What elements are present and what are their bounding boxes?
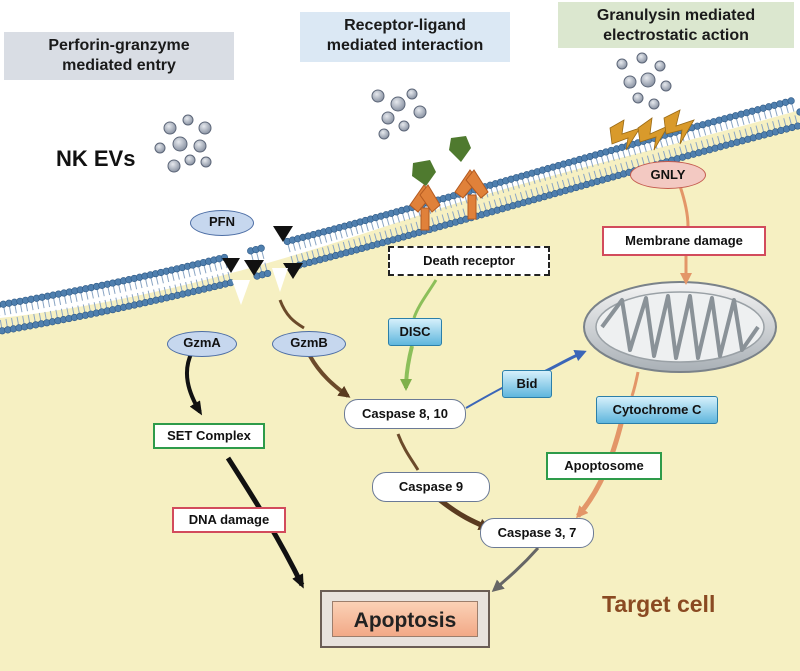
- arrow-caspase810-caspase9: [396, 433, 420, 471]
- gzma-label: GzmA: [167, 331, 237, 357]
- vesicle: [390, 96, 406, 112]
- death-receptor-box: Death receptor: [388, 246, 550, 276]
- arrow-gzmb-caspase810: [308, 355, 351, 398]
- death-receptors: [409, 169, 489, 231]
- arrow-disc-caspase810: [400, 345, 414, 391]
- apoptosome-box: Apoptosome: [546, 452, 662, 480]
- caspase-9-box: Caspase 9: [372, 472, 490, 502]
- vesicle: [378, 128, 390, 140]
- arrow-gnly-membrane: [678, 185, 690, 227]
- vesicle: [413, 105, 427, 119]
- vesicle: [167, 159, 181, 173]
- target-cell-label: Target cell: [602, 591, 716, 617]
- granzyme-triangles: [222, 226, 303, 279]
- vesicle: [632, 92, 644, 104]
- vesicle: [654, 60, 666, 72]
- vesicle: [640, 72, 656, 88]
- apoptosis-box: Apoptosis: [320, 590, 490, 648]
- mitochondrion: [583, 281, 777, 373]
- vesicle: [381, 111, 395, 125]
- header-receptor-ligand: Receptor-ligand mediated interaction: [300, 12, 510, 62]
- cytochrome-c-box: Cytochrome C: [596, 396, 718, 424]
- vesicle: [406, 88, 418, 100]
- vesicle: [198, 121, 212, 135]
- nk-evs-label: NK EVs: [56, 146, 136, 171]
- header-perforin-granzyme: Perforin-granzyme mediated entry: [4, 32, 234, 80]
- dna-damage-box: DNA damage: [172, 507, 286, 533]
- ev-vesicles: [154, 52, 672, 173]
- vesicle: [648, 98, 660, 110]
- vesicle: [636, 52, 648, 64]
- vesicle: [154, 142, 166, 154]
- membrane-damage-box: Membrane damage: [602, 226, 766, 256]
- perforin-pores: [232, 268, 288, 305]
- vesicle: [623, 75, 637, 89]
- arrow-mito-cytc: [630, 371, 640, 397]
- bid-box: Bid: [502, 370, 552, 398]
- vesicle: [200, 156, 212, 168]
- target-cell-body: [0, 110, 800, 671]
- arrow-death-disc: [412, 279, 438, 319]
- apoptosis-label: Apoptosis: [332, 601, 478, 637]
- vesicle: [398, 120, 410, 132]
- arrow-gzma-set: [184, 351, 203, 416]
- vesicle: [193, 139, 207, 153]
- pfn-label: PFN: [190, 210, 254, 236]
- vesicle: [172, 136, 188, 152]
- vesicle: [184, 154, 196, 166]
- vesicle: [660, 80, 672, 92]
- cell-membrane: [0, 97, 800, 335]
- vesicle: [616, 58, 628, 70]
- gnly-label: GNLY: [630, 161, 706, 189]
- vesicle: [182, 114, 194, 126]
- disc-box: DISC: [388, 318, 442, 346]
- vesicle: [163, 121, 177, 135]
- caspase-8-10-box: Caspase 8, 10: [344, 399, 466, 429]
- header-granulysin: Granulysin mediated electrostatic action: [558, 2, 794, 48]
- arrow-pore-gzmb: [278, 299, 305, 330]
- granulysin-bolts: [609, 109, 695, 151]
- arrow-caspase37-apoptosis: [491, 547, 540, 592]
- caspase-3-7-box: Caspase 3, 7: [480, 518, 594, 548]
- ligands: [412, 136, 471, 186]
- set-complex-box: SET Complex: [153, 423, 265, 449]
- vesicle: [371, 89, 385, 103]
- gzmb-label: GzmB: [272, 331, 346, 357]
